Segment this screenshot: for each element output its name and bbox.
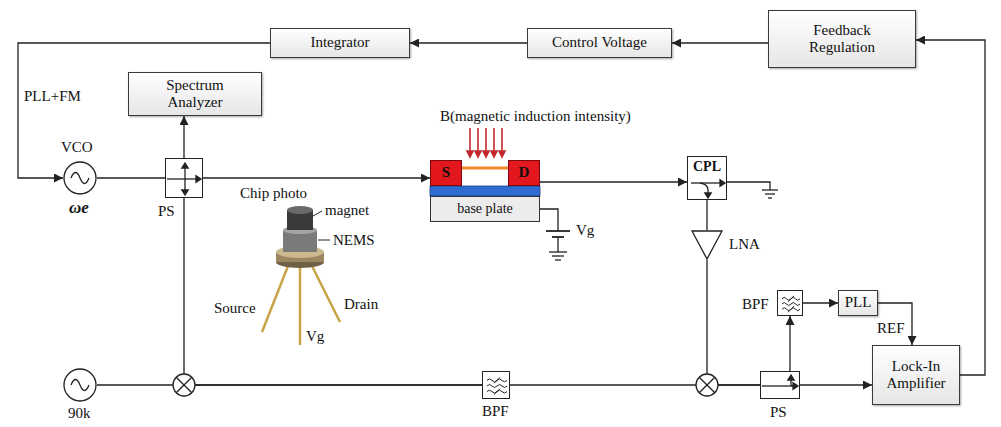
split3-symbol bbox=[166, 159, 202, 197]
tri-symbol bbox=[691, 230, 723, 260]
source-pin-label: Source bbox=[214, 300, 256, 317]
node-text: D bbox=[519, 164, 530, 181]
text-holder: Feedback Regulation bbox=[769, 11, 915, 67]
power-splitter: PS bbox=[165, 158, 203, 198]
text-holder: CPL bbox=[688, 157, 726, 199]
text-holder: Control Voltage bbox=[528, 29, 671, 57]
coupler-box: CPL bbox=[687, 156, 727, 200]
connector-group bbox=[18, 40, 985, 385]
source-electrode: S bbox=[430, 160, 462, 186]
gate-voltage-label: Vg bbox=[576, 222, 594, 239]
signal-wire bbox=[183, 116, 184, 158]
feedback-regulation-box: Feedback Regulation bbox=[768, 10, 916, 68]
pll-fm-label: PLL+FM bbox=[24, 88, 81, 105]
text-holder: base plate bbox=[431, 197, 539, 221]
osc-symbol bbox=[63, 161, 97, 195]
bpf-symbol bbox=[778, 291, 802, 315]
signal-wire bbox=[97, 384, 482, 385]
signal-wire bbox=[18, 43, 270, 178]
node-text: Integrator bbox=[310, 34, 369, 51]
signal-wire bbox=[184, 198, 482, 385]
signal-wire bbox=[410, 42, 527, 43]
node-text: Lock-In Amplifier bbox=[878, 358, 954, 393]
node-text: PLL bbox=[845, 294, 872, 311]
node-label: LNA bbox=[729, 236, 760, 253]
low-noise-amplifier: LNA bbox=[691, 230, 723, 260]
gate-battery-symbol bbox=[540, 209, 570, 260]
mixer-symbol bbox=[696, 374, 718, 396]
signal-wire bbox=[916, 40, 985, 375]
mixer-symbol bbox=[173, 374, 195, 396]
node-text: base plate bbox=[457, 201, 513, 217]
resonator-beam bbox=[462, 167, 508, 170]
chip-photo-caption: Chip photo bbox=[240, 185, 307, 202]
gate-pin-label: Vg bbox=[306, 328, 324, 345]
node-text: CPL bbox=[693, 159, 721, 175]
node-label: VCO bbox=[61, 139, 93, 156]
node-label: 90k bbox=[68, 405, 91, 422]
drain-pin-label: Drain bbox=[344, 296, 378, 313]
power-splitter: PS bbox=[760, 371, 800, 399]
magnetic-field-label: B(magnetic induction intensity) bbox=[440, 108, 631, 125]
nems-label: NEMS bbox=[333, 232, 375, 249]
control-voltage-box: Control Voltage bbox=[527, 28, 672, 58]
vco-oscillator: VCOωe bbox=[63, 161, 97, 195]
node-text: Spectrum Analyzer bbox=[150, 77, 240, 112]
signal-wire bbox=[540, 181, 687, 182]
signal-wire bbox=[672, 42, 768, 43]
text-holder: S bbox=[431, 161, 461, 185]
magnetic-field-arrows bbox=[467, 128, 505, 157]
signal-wire bbox=[706, 200, 707, 230]
signal-wire bbox=[203, 177, 430, 178]
signal-wire bbox=[707, 260, 760, 385]
chip-photo-illustration bbox=[262, 206, 340, 345]
bandpass-filter: BPF bbox=[482, 371, 510, 399]
node-text: S bbox=[442, 164, 450, 181]
node-label: BPF bbox=[742, 296, 769, 313]
node-text: Control Voltage bbox=[552, 34, 647, 51]
bpf-symbol bbox=[483, 372, 509, 398]
node-label: BPF bbox=[482, 403, 509, 420]
node-label: PS bbox=[770, 404, 787, 421]
bandpass-filter: BPF bbox=[777, 290, 803, 316]
text-holder: Integrator bbox=[271, 29, 409, 57]
drain-electrode: D bbox=[508, 160, 540, 186]
osc-symbol bbox=[63, 368, 97, 402]
dielectric-layer bbox=[430, 186, 540, 196]
split2-symbol bbox=[761, 372, 799, 398]
signal-wire bbox=[97, 177, 165, 178]
integrator-box: Integrator bbox=[270, 28, 410, 58]
base-plate: base plate bbox=[430, 196, 540, 222]
coupler-ground-symbol bbox=[727, 182, 778, 198]
text-holder: D bbox=[509, 161, 539, 185]
pll-box: PLL bbox=[838, 290, 878, 316]
edge-label: REF bbox=[876, 320, 906, 337]
text-holder: Lock-In Amplifier bbox=[873, 346, 959, 404]
text-holder: PLL bbox=[839, 291, 877, 315]
lock-in-amplifier-box: Lock-In Amplifier bbox=[872, 345, 960, 405]
signal-wire bbox=[800, 384, 872, 385]
node-text: Feedback Regulation bbox=[792, 22, 892, 57]
node-label: ωe bbox=[69, 198, 89, 218]
spectrum-analyzer-box: Spectrum Analyzer bbox=[128, 72, 262, 116]
signal-wire bbox=[789, 316, 790, 371]
node-label: PS bbox=[158, 203, 175, 220]
reference-oscillator: 90k bbox=[63, 368, 97, 402]
text-holder: Spectrum Analyzer bbox=[129, 73, 261, 115]
signal-wire bbox=[803, 302, 838, 303]
magnet-label: magnet bbox=[325, 202, 369, 219]
